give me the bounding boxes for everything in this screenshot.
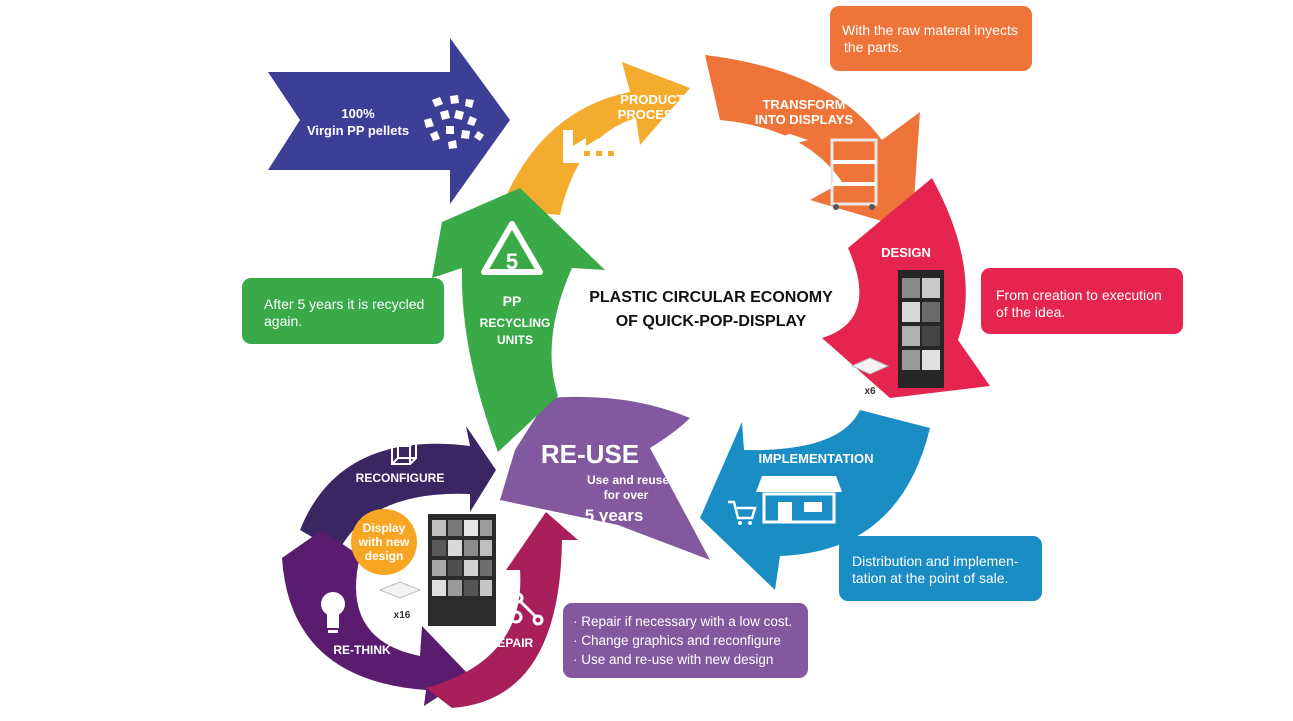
recycling-code: PP bbox=[503, 293, 522, 309]
pellets-icon bbox=[424, 95, 484, 149]
implementation-arrow bbox=[700, 410, 930, 590]
display-shelf-icon bbox=[768, 134, 878, 210]
note-production: With the raw materal inyects the parts. bbox=[830, 6, 1032, 71]
note-recycling-line2: again. bbox=[264, 313, 303, 329]
wrench-icon bbox=[509, 592, 544, 626]
recycling-line1: RECYCLING bbox=[480, 316, 551, 330]
note-reuse-line2: · Change graphics and reconfigure bbox=[573, 633, 781, 648]
store-icon bbox=[728, 476, 842, 525]
note-reuse: · Repair if necessary with a low cost. ·… bbox=[563, 603, 808, 678]
production-arrow bbox=[500, 62, 690, 215]
reconfigure-label: RECONFIGURE bbox=[356, 471, 445, 485]
note-implementation-line2: tation at the point of sale. bbox=[852, 570, 1009, 586]
pellets-line2: Virgin PP pellets bbox=[307, 123, 409, 138]
design-qty: x6 bbox=[864, 386, 876, 397]
note-recycling-line1: After 5 years it is recycled bbox=[264, 296, 425, 312]
reconfigure-arrow bbox=[300, 426, 496, 552]
new-design-line3: design bbox=[365, 549, 404, 563]
new-design-line1: Display bbox=[363, 521, 406, 535]
new-design-line2: with new bbox=[358, 535, 410, 549]
cube-icon bbox=[391, 439, 417, 465]
design-label: DESIGN bbox=[881, 245, 931, 260]
repair-arrow bbox=[426, 512, 578, 708]
note-production-line1: With the raw materal inyects bbox=[842, 22, 1018, 38]
rethink-label: RE-THINK bbox=[333, 643, 391, 657]
production-line2: PROCESSING bbox=[618, 107, 705, 122]
note-recycling: After 5 years it is recycled again. bbox=[242, 278, 444, 344]
new-design-qty: x16 bbox=[394, 610, 411, 621]
virgin-pellets-arrow bbox=[268, 38, 510, 204]
display-tower-icon bbox=[850, 270, 944, 388]
reuse-label: RE-USE bbox=[541, 439, 639, 469]
transform-arrow bbox=[705, 55, 920, 230]
reuse-line1: Use and reuse bbox=[587, 473, 669, 487]
diagram-title-line1: PLASTIC CIRCULAR ECONOMY bbox=[589, 289, 833, 306]
recycling-line2: UNITS bbox=[497, 333, 533, 347]
note-implementation: Distribution and implemen- tation at the… bbox=[839, 536, 1042, 601]
note-production-line2: the parts. bbox=[844, 39, 903, 55]
rethink-arrow bbox=[282, 530, 470, 706]
new-design-badge bbox=[351, 509, 417, 575]
implementation-label: IMPLEMENTATION bbox=[758, 451, 873, 466]
reuse-line3: 5 years bbox=[585, 506, 644, 525]
diagram-title-line2: OF QUICK-POP-DISPLAY bbox=[616, 313, 807, 330]
transform-line1: TRANSFORM bbox=[762, 97, 845, 112]
pellets-line1: 100% bbox=[341, 106, 375, 121]
note-design-line1: From creation to execution bbox=[996, 287, 1162, 303]
factory-icon bbox=[563, 130, 624, 163]
note-implementation-line1: Distribution and implemen- bbox=[852, 553, 1019, 569]
note-design-line2: of the idea. bbox=[996, 304, 1066, 320]
repair-label: REPAIR bbox=[489, 636, 534, 650]
display-cluster-icon bbox=[378, 514, 496, 626]
production-line1: PRODUCTION bbox=[620, 92, 707, 107]
transform-line2: INTO DISPLAYS bbox=[755, 112, 854, 127]
recycling-arrow bbox=[432, 188, 605, 452]
note-reuse-line1: · Repair if necessary with a low cost. bbox=[573, 614, 793, 629]
note-reuse-line3: · Use and re-use with new design bbox=[573, 652, 774, 667]
recycle-icon bbox=[481, 221, 543, 275]
note-design: From creation to execution of the idea. bbox=[981, 268, 1183, 334]
lightbulb-icon bbox=[321, 592, 345, 633]
recycling-number: 5 bbox=[506, 249, 518, 274]
reuse-arrow bbox=[500, 396, 710, 560]
reuse-line2: for over bbox=[604, 488, 649, 502]
